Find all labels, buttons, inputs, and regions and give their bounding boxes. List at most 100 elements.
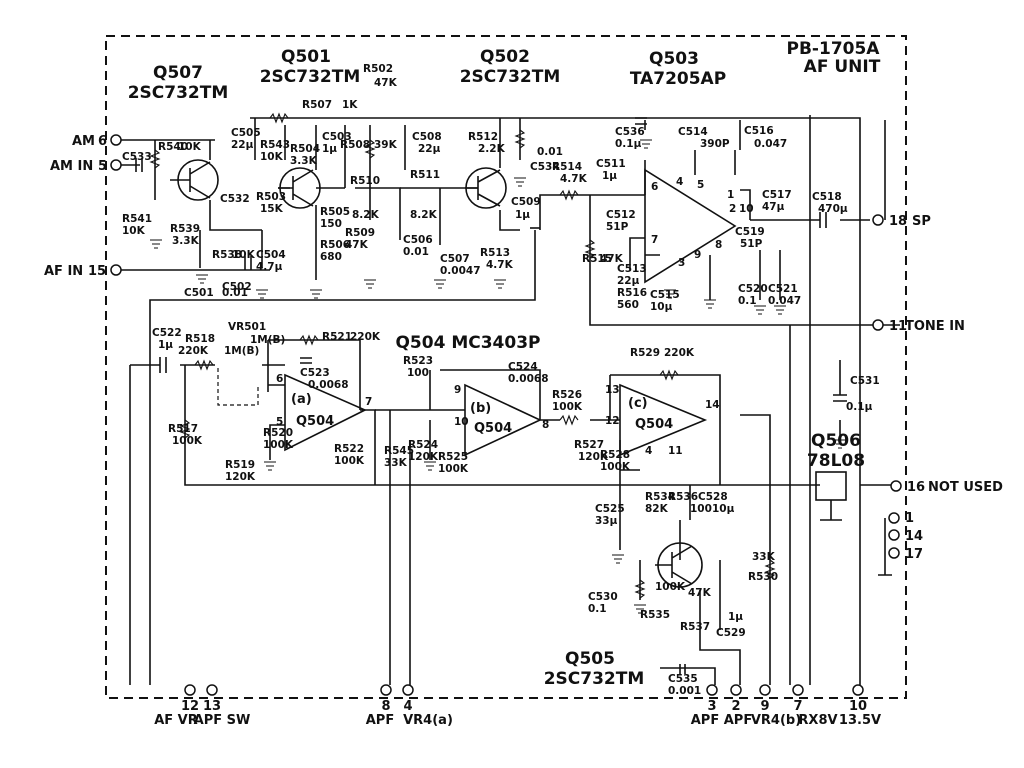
svg-text:120K: 120K (408, 451, 439, 463)
connector-af-in: AF IN 15 (44, 264, 106, 279)
svg-text:12: 12 (605, 415, 620, 427)
svg-text:C523: C523 (300, 367, 330, 379)
svg-text:8: 8 (715, 239, 722, 251)
svg-text:10K: 10K (232, 249, 256, 261)
ground-symbols (150, 139, 846, 614)
svg-text:TA7205AP: TA7205AP (630, 69, 726, 89)
svg-text:C519: C519 (735, 226, 765, 238)
svg-text:C530: C530 (588, 591, 618, 603)
svg-text:R502: R502 (363, 63, 393, 75)
svg-text:APF: APF (366, 713, 394, 728)
svg-text:47K: 47K (374, 77, 398, 89)
svg-text:APF: APF (724, 713, 752, 728)
svg-text:R505: R505 (320, 206, 350, 218)
svg-text:AM: AM (72, 134, 95, 149)
svg-text:R539: R539 (170, 223, 200, 235)
svg-text:C511: C511 (596, 158, 626, 170)
svg-text:C513: C513 (617, 263, 647, 275)
svg-text:R509: R509 (345, 227, 375, 239)
svg-text:R503: R503 (256, 191, 286, 203)
svg-text:12: 12 (181, 699, 199, 714)
svg-text:100K: 100K (263, 439, 294, 451)
svg-text:120K: 120K (225, 471, 256, 483)
heading-q504: Q504 MC3403P (395, 333, 540, 353)
svg-text:10K: 10K (178, 141, 202, 153)
svg-text:R511: R511 (410, 169, 440, 181)
svg-text:C507: C507 (440, 253, 470, 265)
svg-text:R524: R524 (408, 439, 438, 451)
svg-text:1µ: 1µ (602, 170, 617, 182)
svg-text:15: 15 (88, 264, 106, 279)
svg-text:R541: R541 (122, 213, 152, 225)
svg-text:6: 6 (98, 134, 107, 149)
svg-text:10: 10 (454, 416, 469, 428)
svg-text:0.0047: 0.0047 (440, 265, 481, 277)
svg-text:4: 4 (403, 699, 412, 714)
svg-text:0.0068: 0.0068 (508, 373, 549, 385)
svg-text:5: 5 (276, 416, 283, 428)
svg-text:100K: 100K (172, 435, 203, 447)
svg-text:Q501: Q501 (281, 47, 331, 67)
svg-text:Q503: Q503 (649, 49, 699, 69)
svg-text:R527: R527 (574, 439, 604, 451)
transistor-q507 (177, 159, 219, 201)
svg-text:560: 560 (617, 299, 639, 311)
svg-text:100K: 100K (552, 401, 583, 413)
svg-text:Q507: Q507 (153, 63, 203, 83)
svg-text:220K: 220K (664, 347, 695, 359)
svg-text:R543: R543 (260, 139, 290, 151)
svg-text:1µ: 1µ (322, 143, 337, 155)
svg-text:PB-1705A: PB-1705A (787, 39, 881, 59)
heading-q507: Q507 2SC732TM (128, 63, 229, 103)
svg-text:220K: 220K (178, 345, 209, 357)
heading-q503: Q503 TA7205AP (630, 49, 726, 89)
svg-text:9: 9 (454, 384, 461, 396)
svg-text:R507: R507 (302, 99, 332, 111)
svg-text:AF UNIT: AF UNIT (804, 57, 881, 77)
svg-text:C512: C512 (606, 209, 636, 221)
svg-text:C524: C524 (508, 361, 538, 373)
svg-text:R506: R506 (320, 239, 350, 251)
svg-text:R508: R508 (340, 139, 370, 151)
svg-text:4: 4 (645, 445, 652, 457)
svg-text:15K: 15K (260, 203, 284, 215)
board-outline (105, 35, 907, 699)
svg-text:8: 8 (542, 419, 549, 431)
svg-text:1µ: 1µ (728, 611, 743, 623)
svg-text:120K: 120K (578, 451, 609, 463)
svg-text:47µ: 47µ (762, 201, 785, 213)
transistor-q505 (655, 542, 703, 588)
svg-text:R523: R523 (403, 355, 433, 367)
svg-text:AF VR: AF VR (154, 713, 198, 728)
svg-text:Q505: Q505 (565, 649, 615, 669)
svg-text:6: 6 (276, 373, 283, 385)
svg-text:47K: 47K (600, 253, 624, 265)
svg-text:100K: 100K (655, 581, 686, 593)
svg-text:Q502: Q502 (480, 47, 530, 67)
svg-text:0.047: 0.047 (754, 138, 787, 150)
svg-text:51P: 51P (606, 221, 629, 233)
svg-text:9: 9 (760, 699, 769, 714)
svg-text:R529: R529 (630, 347, 660, 359)
svg-text:33K: 33K (384, 457, 408, 469)
svg-text:R510: R510 (350, 175, 380, 187)
svg-text:1: 1 (727, 189, 734, 201)
svg-text:C506: C506 (403, 234, 433, 246)
svg-text:0.0068: 0.0068 (308, 379, 349, 391)
svg-text:82K: 82K (645, 503, 669, 515)
svg-text:Q504: Q504 (296, 414, 334, 429)
svg-text:680: 680 (320, 251, 342, 263)
connector-not-used: 16 NOT USED (907, 480, 1003, 495)
svg-text:C521: C521 (768, 283, 798, 295)
svg-text:C533: C533 (122, 151, 152, 163)
svg-text:22µ: 22µ (231, 139, 254, 151)
svg-text:100K: 100K (438, 463, 469, 475)
svg-text:0.01: 0.01 (537, 146, 563, 158)
svg-text:R522: R522 (334, 443, 364, 455)
svg-text:R520: R520 (263, 427, 293, 439)
svg-text:R525: R525 (438, 451, 468, 463)
svg-text:0.001: 0.001 (668, 685, 701, 697)
svg-text:VR501: VR501 (228, 321, 266, 333)
svg-text:14: 14 (905, 529, 923, 544)
